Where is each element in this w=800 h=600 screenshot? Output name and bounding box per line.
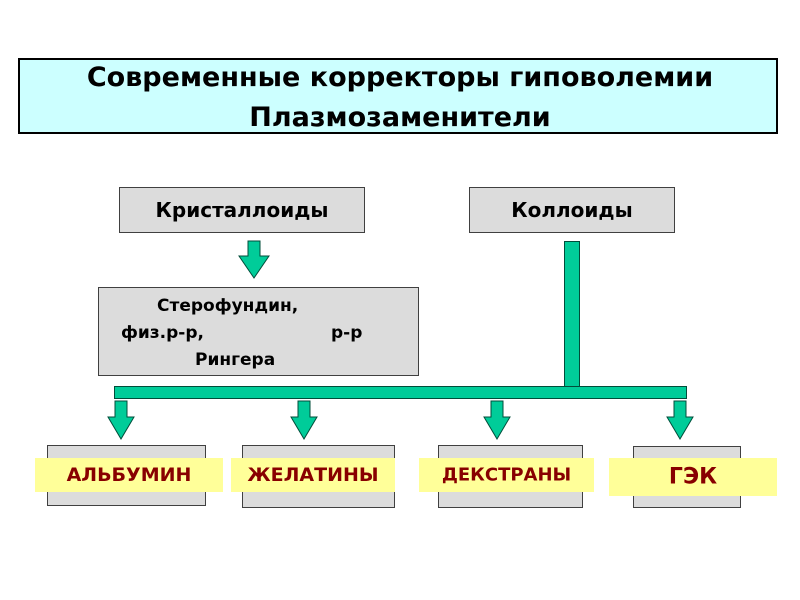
crystalloids-arrow-icon [238,240,270,279]
solutions-line-2b: р-р [331,323,363,343]
hes-label: ГЭК [668,464,718,490]
colloids-box: Коллоиды [469,187,675,233]
title-line-1: Современные корректоры гиповолемии [86,62,714,93]
albumin-label: АЛЬБУМИН [66,464,192,486]
crystalloids-label: Кристаллоиды [155,198,329,222]
solutions-line-1: Стерофундин, [157,296,299,316]
colloids-connector-vertical [564,241,580,387]
solutions-line-3: Рингера [195,350,276,370]
colloids-connector-horizontal [114,386,687,399]
title-box [18,58,778,134]
crystalloid-solutions-box: Стерофундин, физ.р-р, р-р Рингера [98,287,419,376]
albumin-highlight: АЛЬБУМИН [35,458,223,492]
solutions-line-2a: физ.р-р, [121,323,204,343]
gelatins-label: ЖЕЛАТИНЫ [247,464,379,486]
colloids-label: Коллоиды [511,198,633,222]
crystalloids-box: Кристаллоиды [119,187,365,233]
title-line-2: Плазмозаменители [249,102,551,133]
gelatins-highlight: ЖЕЛАТИНЫ [231,458,395,492]
albumin-arrow-icon [107,400,135,440]
dextrans-highlight: ДЕКСТРАНЫ [419,458,594,492]
gelatins-arrow-icon [290,400,318,440]
dextrans-label: ДЕКСТРАНЫ [441,464,572,486]
hes-highlight: ГЭК [609,458,777,496]
hes-arrow-icon [666,400,694,440]
dextrans-arrow-icon [483,400,511,440]
